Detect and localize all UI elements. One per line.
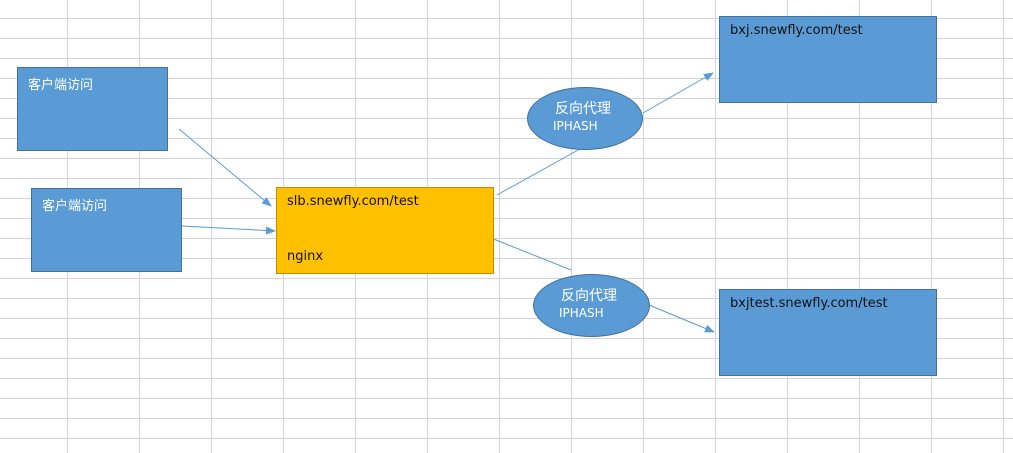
backend-box-top: bxj.snewfly.com/test <box>719 16 937 103</box>
line-slb-to-proxy-bottom <box>485 235 572 271</box>
backend-label: bxjtest.snewfly.com/test <box>730 296 888 311</box>
slb-domain-label: slb.snewfly.com/test <box>287 194 419 209</box>
proxy-method: IPHASH <box>553 119 598 133</box>
arrow-client-top-to-slb <box>178 128 272 207</box>
line-slb-to-proxy-top <box>496 148 581 196</box>
proxy-label: 反向代理 <box>561 288 617 304</box>
backend-box-bottom: bxjtest.snewfly.com/test <box>719 289 937 376</box>
arrow-proxy-bottom-to-backend <box>648 304 715 333</box>
client-label: 客户端访问 <box>42 199 108 214</box>
slb-box: slb.snewfly.com/test nginx <box>276 187 494 274</box>
proxy-method: IPHASH <box>559 306 604 320</box>
arrow-client-bottom-to-slb <box>181 225 276 235</box>
proxy-ellipse-bottom: 反向代理 IPHASH <box>533 274 650 337</box>
client-box-bottom: 客户端访问 <box>31 188 182 272</box>
client-label: 客户端访问 <box>28 78 94 93</box>
proxy-label: 反向代理 <box>555 101 611 117</box>
backend-label: bxj.snewfly.com/test <box>730 23 863 38</box>
slb-server-label: nginx <box>287 249 324 264</box>
client-box-top: 客户端访问 <box>17 67 168 151</box>
proxy-ellipse-top: 反向代理 IPHASH <box>527 87 643 150</box>
arrow-proxy-top-to-backend <box>642 72 714 114</box>
